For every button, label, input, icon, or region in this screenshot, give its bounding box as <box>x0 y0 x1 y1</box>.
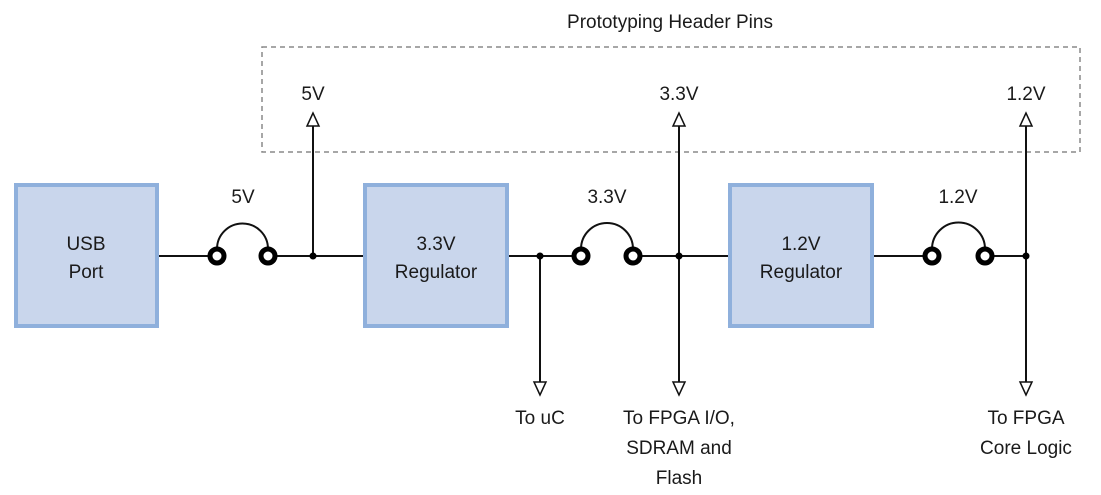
regulator-1v2-label-line2: Regulator <box>760 262 843 283</box>
junction-3v3-header <box>675 252 683 260</box>
arrow-down-uc-icon <box>532 381 548 397</box>
regulator-3v3-label-line2: Regulator <box>395 262 478 283</box>
jumper-3v3-right-pin-icon <box>623 246 643 266</box>
jumper-3v3-left-pin-icon <box>571 246 591 266</box>
arrow-down-fpga-io-icon <box>671 381 687 397</box>
junction-1v2 <box>1022 252 1030 260</box>
regulator-1v2-label-line1: 1.2V <box>781 234 820 255</box>
regulator-3v3-label-line1: 3.3V <box>416 234 455 255</box>
regulator-3v3-block <box>363 183 509 328</box>
arrow-up-3v3-icon <box>671 111 687 127</box>
usb-port-label-line2: Port <box>69 262 105 283</box>
jumper-1v2-left-pin-icon <box>922 246 942 266</box>
jumper-3v3-label: 3.3V <box>587 187 626 208</box>
header-pin-label-3v3: 3.3V <box>659 84 698 105</box>
output-fpga-io-label-line3: Flash <box>656 468 702 489</box>
junction-5v <box>309 252 317 260</box>
output-fpga-io-label-line2: SDRAM and <box>626 438 732 459</box>
jumper-1v2-right-pin-icon <box>975 246 995 266</box>
jumper-5v-arc <box>216 222 269 250</box>
header-title: Prototyping Header Pins <box>567 12 773 33</box>
output-fpga-core-label-line2: Core Logic <box>980 438 1072 459</box>
header-pin-label-5v: 5V <box>301 84 325 105</box>
output-uc-label: To uC <box>515 408 565 429</box>
junction-3v3-uc <box>536 252 544 260</box>
output-fpga-io-label-line1: To FPGA I/O, <box>623 408 735 429</box>
regulator-1v2-block <box>728 183 874 328</box>
header-pin-label-1v2: 1.2V <box>1006 84 1045 105</box>
jumper-5v-left-pin-icon <box>207 246 227 266</box>
arrow-down-fpga-core-icon <box>1018 381 1034 397</box>
jumper-3v3-arc <box>580 222 634 250</box>
usb-port-block <box>14 183 159 328</box>
output-fpga-core-label-line1: To FPGA <box>987 408 1064 429</box>
header-pins-box <box>261 46 1081 153</box>
arrow-up-5v-icon <box>305 111 321 127</box>
jumper-1v2-label: 1.2V <box>938 187 977 208</box>
arrow-up-1v2-icon <box>1018 111 1034 127</box>
jumper-5v-right-pin-icon <box>258 246 278 266</box>
usb-port-label-line1: USB <box>66 234 105 255</box>
jumper-1v2-arc <box>931 221 986 250</box>
jumper-5v-label: 5V <box>231 187 255 208</box>
